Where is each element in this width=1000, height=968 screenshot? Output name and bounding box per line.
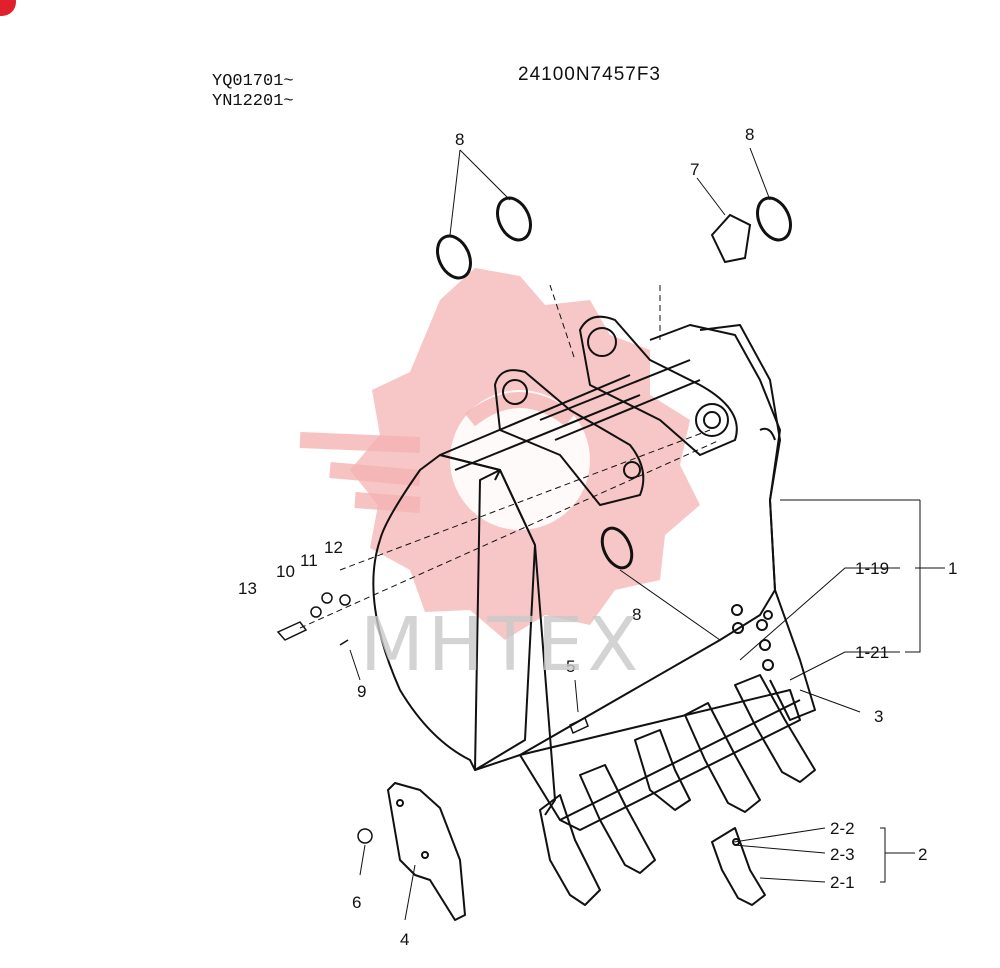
callout-5: 5 xyxy=(566,657,575,676)
callout-13: 13 xyxy=(238,579,257,598)
side-cutter xyxy=(387,782,466,921)
callout-8c: 8 xyxy=(632,605,641,624)
link-plate-left xyxy=(494,369,645,506)
callout-2-3: 2-3 xyxy=(830,845,855,864)
link-plate-right xyxy=(579,315,738,456)
bushing xyxy=(710,213,752,264)
watermark-text: MHTEX xyxy=(360,602,643,688)
loose-tooth xyxy=(711,827,766,906)
callout-7: 7 xyxy=(690,160,699,179)
callout-1-19: 1-19 xyxy=(855,559,889,578)
teeth xyxy=(539,674,816,906)
callout-6: 6 xyxy=(352,893,361,912)
callout-11: 11 xyxy=(300,551,318,570)
callout-2-1: 2-1 xyxy=(830,873,855,892)
callout-8a: 8 xyxy=(455,130,464,149)
callout-1: 1 xyxy=(948,559,957,578)
callout-3: 3 xyxy=(874,707,883,726)
callout-2-2: 2-2 xyxy=(830,819,855,838)
callout-10: 10 xyxy=(276,562,295,581)
serial-range-1: YQ01701~ xyxy=(212,72,294,91)
callout-12: 12 xyxy=(324,538,343,557)
callout-2: 2 xyxy=(918,845,927,864)
callout-8b: 8 xyxy=(745,125,754,144)
bucket-shell xyxy=(372,324,781,771)
cutting-edge xyxy=(519,689,801,831)
callout-4: 4 xyxy=(400,930,409,949)
seal-ring-1 xyxy=(436,234,472,280)
callout-9: 9 xyxy=(357,682,366,701)
callout-1-21: 1-21 xyxy=(855,643,889,662)
part-number-title: 24100N7457F3 xyxy=(518,64,661,85)
serial-range-2: YN12201~ xyxy=(212,92,294,111)
